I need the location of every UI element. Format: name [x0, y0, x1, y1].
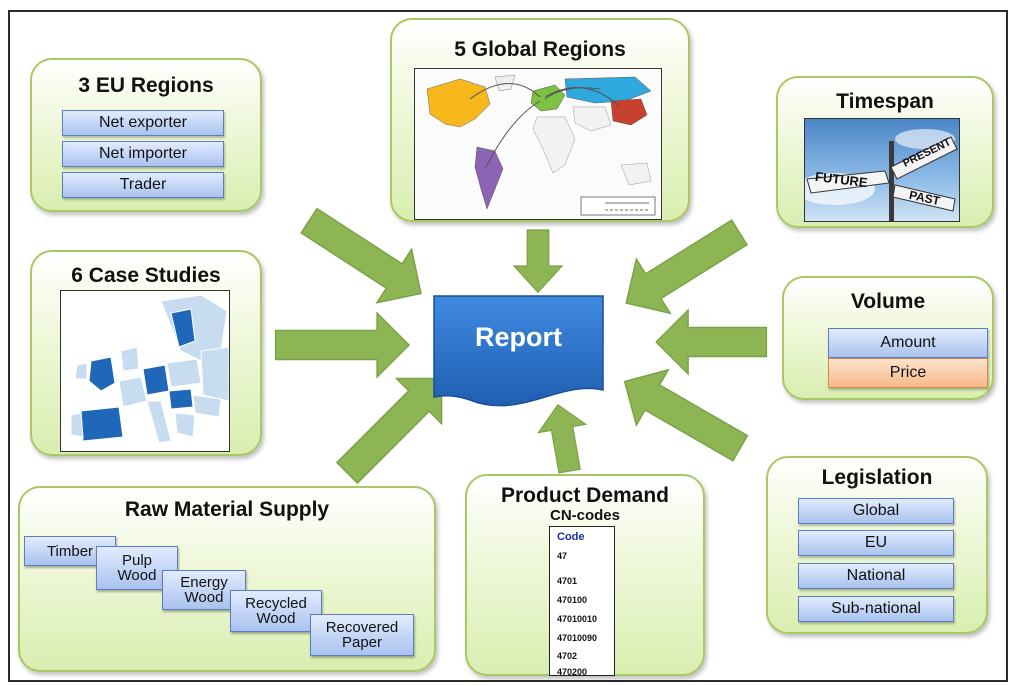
- arrow-raw-material: [335, 377, 443, 485]
- arrow-case-studies: [274, 311, 411, 379]
- global-regions-panel: 5 Global Regions: [390, 18, 690, 222]
- raw-material-recycled-wood: Recycled Wood: [230, 590, 322, 632]
- eu-region-net-exporter: Net exporter: [62, 110, 224, 136]
- legislation-title: Legislation: [821, 466, 933, 489]
- report-box: Report: [434, 300, 603, 390]
- raw-material-recovered-paper: Recovered Paper: [310, 614, 414, 656]
- product-demand-title: Product Demand: [500, 484, 670, 507]
- cn-code-row: 470100: [557, 595, 588, 605]
- product-demand-subtitle: CN-codes: [549, 507, 620, 524]
- arrow-eu-regions: [300, 207, 422, 304]
- europe-map-image: [60, 290, 230, 452]
- world-map-image: [414, 68, 662, 220]
- timespan-panel: Timespan FUTURE PRESENT PAST: [776, 76, 994, 228]
- report-document: [433, 295, 604, 407]
- legislation-panel: Legislation Global EU National Sub-natio…: [766, 456, 988, 634]
- legislation-eu: EU: [798, 530, 954, 556]
- eu-region-trader: Trader: [62, 172, 224, 198]
- cn-code-row: 470200: [557, 667, 588, 677]
- cn-code-row: 47010010: [557, 614, 598, 624]
- timespan-title: Timespan: [836, 90, 934, 113]
- signpost-image: FUTURE PRESENT PAST: [804, 118, 960, 222]
- cn-code-row: 4701: [557, 576, 578, 586]
- raw-material-panel: Raw Material Supply Timber Pulp Wood Ene…: [18, 486, 436, 672]
- volume-title: Volume: [850, 290, 926, 313]
- case-studies-panel: 6 Case Studies: [30, 250, 262, 456]
- legislation-global: Global: [798, 498, 954, 524]
- arrow-volume: [655, 308, 768, 376]
- cn-code-header: Code: [557, 531, 585, 543]
- cn-code-row: 47: [557, 551, 568, 561]
- arrow-global-regions: [512, 229, 564, 294]
- legislation-national: National: [798, 563, 954, 589]
- legislation-sub-national: Sub-national: [798, 596, 954, 622]
- case-studies-title: 6 Case Studies: [71, 264, 221, 287]
- cn-code-row: 4702: [557, 651, 578, 661]
- cn-code-table: Code 47 4701 470100 47010010 47010090 47…: [549, 526, 615, 677]
- volume-amount: Amount: [828, 328, 988, 358]
- arrow-timespan: [625, 219, 749, 315]
- arrow-product-demand: [537, 403, 588, 474]
- cn-code-row: 47010090: [557, 633, 598, 643]
- volume-price: Price: [828, 358, 988, 388]
- eu-region-net-importer: Net importer: [62, 141, 224, 167]
- volume-panel: Volume Amount Price: [782, 276, 994, 400]
- eu-regions-panel: 3 EU Regions Net exporter Net importer T…: [30, 58, 262, 212]
- product-demand-panel: Product Demand CN-codes Code 47 4701 470…: [465, 474, 705, 677]
- report-label: Report: [475, 322, 562, 352]
- raw-material-pulp-wood: Pulp Wood: [96, 546, 178, 590]
- raw-material-title: Raw Material Supply: [124, 498, 330, 521]
- arrow-legislation: [623, 368, 749, 462]
- global-regions-title: 5 Global Regions: [454, 38, 626, 61]
- eu-regions-title: 3 EU Regions: [78, 74, 214, 97]
